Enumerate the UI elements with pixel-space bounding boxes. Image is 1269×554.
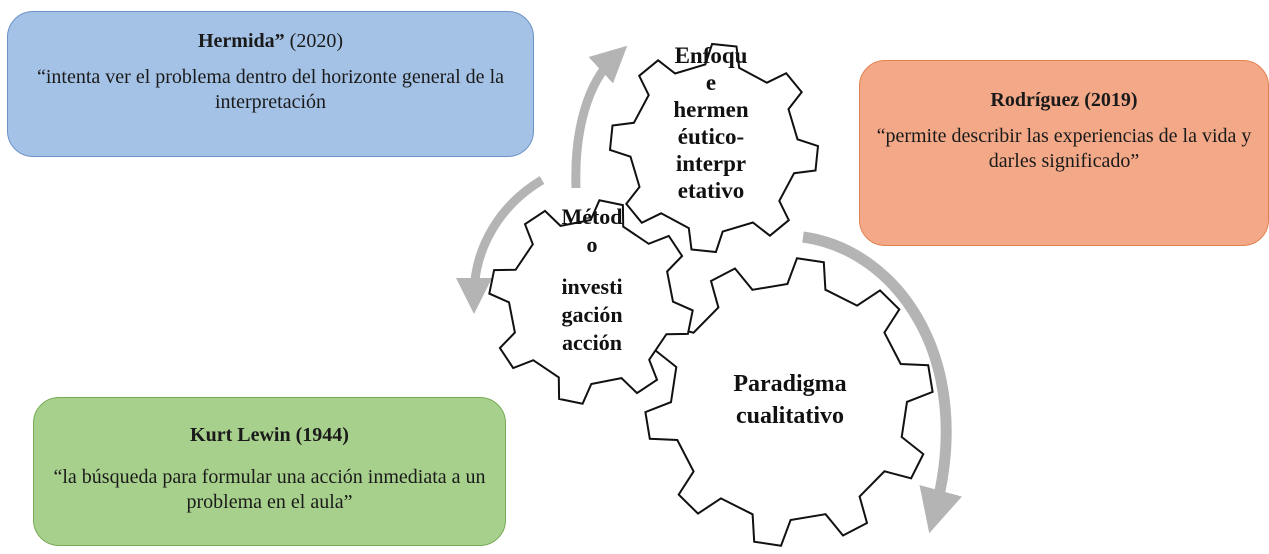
gear-paradigma-line: cualitativo: [736, 403, 844, 429]
gear-metodo-line: acción: [562, 330, 622, 355]
hermida-author: Hermida”: [198, 30, 285, 52]
gear-enfoque-line: éutico-: [677, 124, 745, 149]
gear-enfoque-line: hermen: [673, 97, 749, 122]
rodriguez-quote: “permite describir las experiencias de l…: [876, 125, 1252, 172]
hermida-year: (2020): [289, 30, 343, 52]
lewin-box: Kurt Lewin (1944) “la búsqueda para form…: [33, 397, 506, 546]
gear-enfoque-line: etativo: [677, 178, 745, 203]
gear-metodo-line: Métod: [561, 204, 623, 229]
gear-enfoque-line: e: [705, 70, 717, 95]
gear-enfoque: [608, 42, 820, 254]
gear-metodo-line: gación: [561, 302, 623, 327]
gear-metodo-line: o: [586, 232, 598, 257]
lewin-author: Kurt Lewin (1944): [190, 424, 349, 446]
lewin-title: Kurt Lewin (1944): [34, 424, 505, 447]
gear-paradigma-label: Paradigma cualitativo: [700, 368, 880, 432]
cycle-arrow-upper: [571, 45, 628, 189]
gear-metodo-label: Métod o investi gación acción: [540, 203, 644, 357]
gear-metodo-line: investi: [561, 274, 623, 299]
cycle-arrow-right: [802, 231, 962, 534]
rodriguez-title: Rodríguez (2019): [860, 89, 1268, 112]
hermida-quote: “intenta ver el problema dentro del hori…: [36, 66, 504, 113]
cycle-arrow-left: [456, 176, 545, 314]
hermida-box: Hermida” (2020) “intenta ver el problema…: [7, 11, 534, 157]
gear-enfoque-line: Enfoqu: [674, 43, 748, 68]
gear-paradigma-line: Paradigma: [733, 371, 847, 397]
gear-enfoque-label: Enfoqu e hermen éutico- interpr etativo: [651, 42, 771, 204]
gear-metodo: [488, 199, 694, 405]
gear-enfoque-line: interpr: [675, 151, 747, 176]
hermida-title: Hermida” (2020): [8, 30, 533, 53]
rodriguez-author: Rodríguez (2019): [990, 89, 1138, 111]
lewin-quote: “la búsqueda para formular una acción in…: [53, 466, 486, 513]
rodriguez-box: Rodríguez (2019) “permite describir las …: [859, 60, 1269, 246]
